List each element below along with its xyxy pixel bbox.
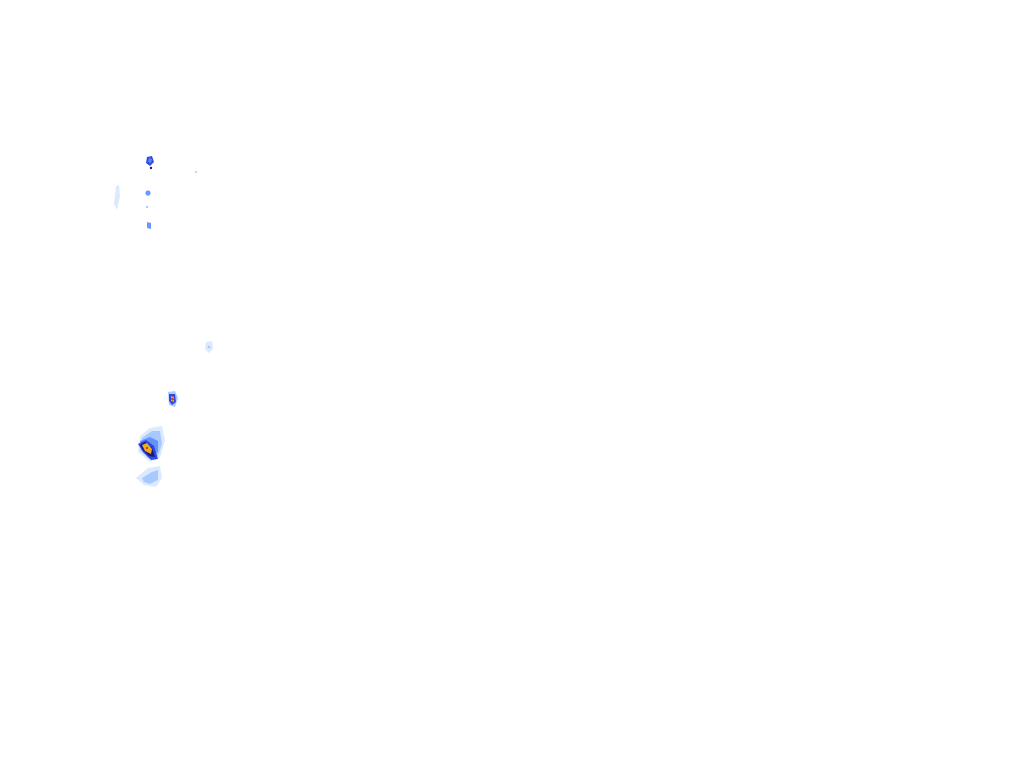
echo-cell xyxy=(145,446,149,450)
echo-cell xyxy=(145,190,151,196)
echo-cell xyxy=(142,470,158,484)
echo-cell xyxy=(114,185,120,210)
echo-cell xyxy=(148,158,152,163)
echo-cluster-north xyxy=(114,156,197,229)
echo-cluster-central xyxy=(205,341,213,353)
echo-cell xyxy=(171,397,174,401)
echo-cell xyxy=(195,171,197,173)
echo-cell xyxy=(145,205,149,209)
echo-cell xyxy=(147,222,151,229)
echo-cell xyxy=(149,166,153,170)
storm-cell-large xyxy=(136,426,165,487)
storm-cell-small xyxy=(168,391,178,407)
echo-cell xyxy=(207,345,211,349)
